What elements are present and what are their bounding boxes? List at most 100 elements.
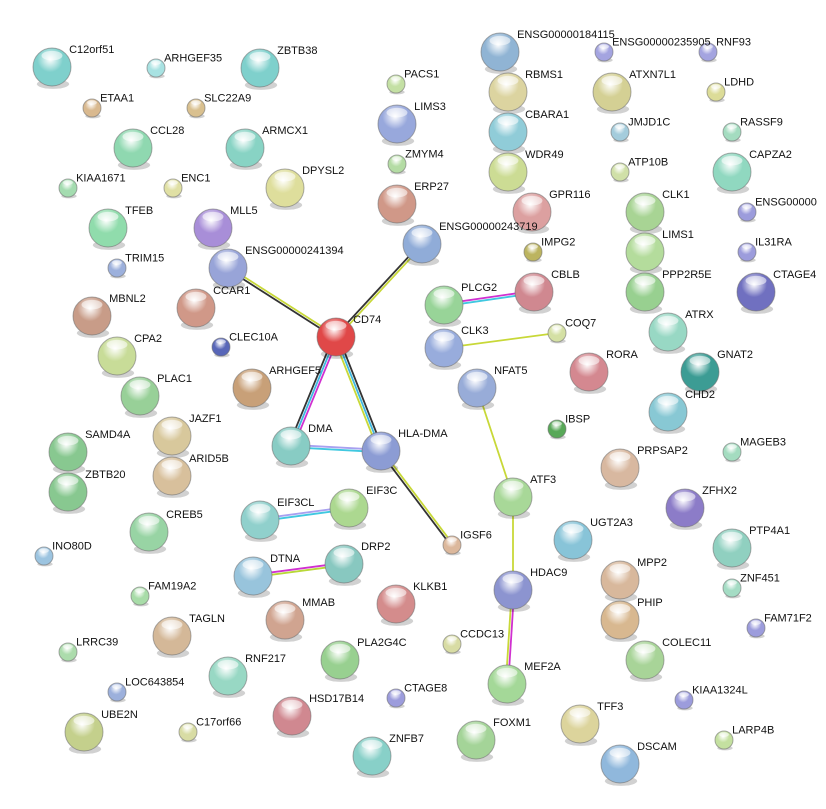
- node-kiaa1671[interactable]: [58, 178, 78, 199]
- node-tff3[interactable]: [560, 704, 600, 746]
- node-gpr116[interactable]: [512, 192, 552, 234]
- node-zbtb20[interactable]: [48, 472, 88, 514]
- node-ccdc13[interactable]: [442, 634, 462, 655]
- edge-CD74-ENSG00000241394[interactable]: [228, 266, 338, 337]
- node-mmab[interactable]: [265, 600, 305, 642]
- node-c17orf66[interactable]: [178, 722, 198, 743]
- node-ino80d[interactable]: [34, 546, 54, 567]
- node-lims1[interactable]: [625, 232, 665, 274]
- node-clk1[interactable]: [625, 192, 665, 234]
- node-pacs1[interactable]: [386, 74, 406, 95]
- edge-HLA-DMA-IGSF6[interactable]: [381, 449, 454, 545]
- node-fam71f2[interactable]: [746, 618, 766, 639]
- edge-CD74-HLA-DMA[interactable]: [335, 336, 382, 452]
- node-drp2[interactable]: [324, 544, 364, 586]
- node-plac1[interactable]: [120, 376, 160, 418]
- node-znfb7[interactable]: [352, 736, 392, 778]
- node-jmjd1c[interactable]: [610, 122, 630, 143]
- node-dpysl2[interactable]: [265, 168, 305, 210]
- node-rnf217[interactable]: [208, 656, 248, 698]
- node-znf451[interactable]: [722, 578, 742, 599]
- node-phip[interactable]: [600, 600, 640, 642]
- node-cpa2[interactable]: [97, 336, 137, 378]
- node-ensg00000235905[interactable]: [594, 42, 614, 63]
- node-mpp2[interactable]: [600, 560, 640, 602]
- edge-CD74-HLA-DMA[interactable]: [337, 335, 385, 451]
- node-rnf93[interactable]: [698, 42, 718, 63]
- node-arid5b[interactable]: [152, 456, 192, 498]
- node-ppp2r5e[interactable]: [625, 272, 665, 314]
- node-arhgef35[interactable]: [146, 58, 166, 79]
- edge-CD74-ENSG00000241394[interactable]: [226, 268, 336, 339]
- node-rbms1[interactable]: [488, 72, 528, 114]
- node-slc22a9[interactable]: [186, 98, 206, 119]
- node-atrx[interactable]: [648, 312, 688, 354]
- node-tagln[interactable]: [152, 616, 192, 658]
- node-il31ra[interactable]: [737, 242, 757, 263]
- node-mll5[interactable]: [193, 208, 233, 250]
- node-hla-dma[interactable]: [361, 431, 401, 473]
- node-etaa1[interactable]: [82, 98, 102, 119]
- node-mageb3[interactable]: [722, 442, 742, 463]
- node-ibsp[interactable]: [547, 419, 567, 440]
- node-clec10a[interactable]: [211, 337, 231, 358]
- node-atp10b[interactable]: [610, 162, 630, 183]
- node-enc1[interactable]: [163, 178, 183, 199]
- node-fam19a2[interactable]: [130, 586, 150, 607]
- node-dtna[interactable]: [233, 556, 273, 598]
- edge-CD74-ENSG00000243719[interactable]: [334, 242, 422, 337]
- node-klkb1[interactable]: [376, 584, 416, 626]
- node-colec11[interactable]: [625, 640, 665, 682]
- node-hdac9[interactable]: [493, 570, 533, 612]
- node-ensg00000241394[interactable]: [208, 248, 248, 290]
- node-c12orf51[interactable]: [32, 47, 72, 89]
- node-coq7[interactable]: [547, 323, 567, 344]
- node-plcg2[interactable]: [424, 285, 464, 327]
- node-erp27[interactable]: [377, 184, 417, 226]
- node-arhgef5[interactable]: [232, 368, 272, 410]
- edge-HLA-DMA-IGSF6[interactable]: [379, 451, 452, 547]
- node-ube2n[interactable]: [64, 712, 104, 754]
- node-impg2[interactable]: [523, 242, 543, 263]
- node-ensg00000[interactable]: [737, 202, 757, 223]
- node-ccar1[interactable]: [176, 288, 216, 330]
- edge-CD74-ENSG00000243719[interactable]: [336, 244, 424, 339]
- node-eif3cl[interactable]: [240, 500, 280, 542]
- node-rassf9[interactable]: [722, 122, 742, 143]
- node-clk3[interactable]: [424, 328, 464, 370]
- node-ldhd[interactable]: [706, 82, 726, 103]
- node-mef2a[interactable]: [487, 664, 527, 706]
- node-lrrc39[interactable]: [58, 642, 78, 663]
- node-larp4b[interactable]: [714, 730, 734, 751]
- edge-CD74-DMA[interactable]: [290, 336, 337, 447]
- node-lims3[interactable]: [377, 104, 417, 146]
- node-trim15[interactable]: [107, 258, 127, 279]
- node-rora[interactable]: [569, 352, 609, 394]
- node-zfhx2[interactable]: [665, 488, 705, 530]
- node-chd2[interactable]: [648, 392, 688, 434]
- node-cblb[interactable]: [514, 272, 554, 314]
- node-igsf6[interactable]: [442, 535, 462, 556]
- node-capza2[interactable]: [712, 152, 752, 194]
- node-zbtb38[interactable]: [240, 48, 280, 90]
- node-samd4a[interactable]: [48, 432, 88, 474]
- node-dma[interactable]: [271, 426, 311, 468]
- node-tfeb[interactable]: [88, 208, 128, 250]
- node-ctage4[interactable]: [736, 272, 776, 314]
- node-gnat2[interactable]: [680, 352, 720, 394]
- node-creb5[interactable]: [129, 512, 169, 554]
- edge-CD74-DMA[interactable]: [287, 335, 335, 446]
- node-ensg00000243719[interactable]: [402, 224, 442, 266]
- node-wdr49[interactable]: [488, 152, 528, 194]
- node-zmym4[interactable]: [387, 154, 407, 175]
- node-dscam[interactable]: [600, 744, 640, 786]
- node-cbara1[interactable]: [488, 112, 528, 154]
- node-cd74[interactable]: [316, 317, 356, 359]
- node-atf3[interactable]: [493, 477, 533, 519]
- node-ctage8[interactable]: [386, 688, 406, 709]
- node-loc643854[interactable]: [107, 682, 127, 703]
- node-nfat5[interactable]: [457, 368, 497, 410]
- node-prpsap2[interactable]: [600, 448, 640, 490]
- node-hsd17b14[interactable]: [272, 696, 312, 738]
- node-atxn7l1[interactable]: [592, 72, 632, 114]
